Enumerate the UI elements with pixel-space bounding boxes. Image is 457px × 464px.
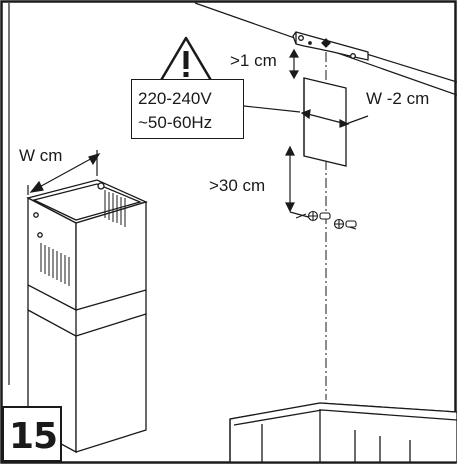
chimney-vents <box>40 190 126 286</box>
gap-top-label: >1 cm <box>230 51 277 70</box>
screws <box>295 210 357 230</box>
step-number-badge: 15 <box>2 406 62 462</box>
chimney-cover <box>26 179 148 454</box>
gap-bottom-dimension <box>285 145 313 219</box>
step-number: 15 <box>9 416 58 457</box>
chimney-width-dimension <box>27 150 101 195</box>
width-dimension <box>300 109 369 128</box>
ceiling-bracket <box>292 31 369 61</box>
chimney-width-label: W cm <box>19 146 63 165</box>
gap-bottom-label: >30 cm <box>209 176 266 195</box>
wall-plate <box>303 77 347 167</box>
voltage-line-2: ~50-60Hz <box>138 113 213 132</box>
voltage-box: 220-240V ~50-60Hz <box>131 79 244 139</box>
hood-body <box>229 402 457 463</box>
width-label: W -2 cm <box>366 89 430 108</box>
voltage-line-1: 220-240V <box>138 89 212 108</box>
voltage-leader <box>243 105 301 113</box>
warning-triangle-icon <box>158 36 214 84</box>
gap-top-dimension <box>288 48 300 80</box>
